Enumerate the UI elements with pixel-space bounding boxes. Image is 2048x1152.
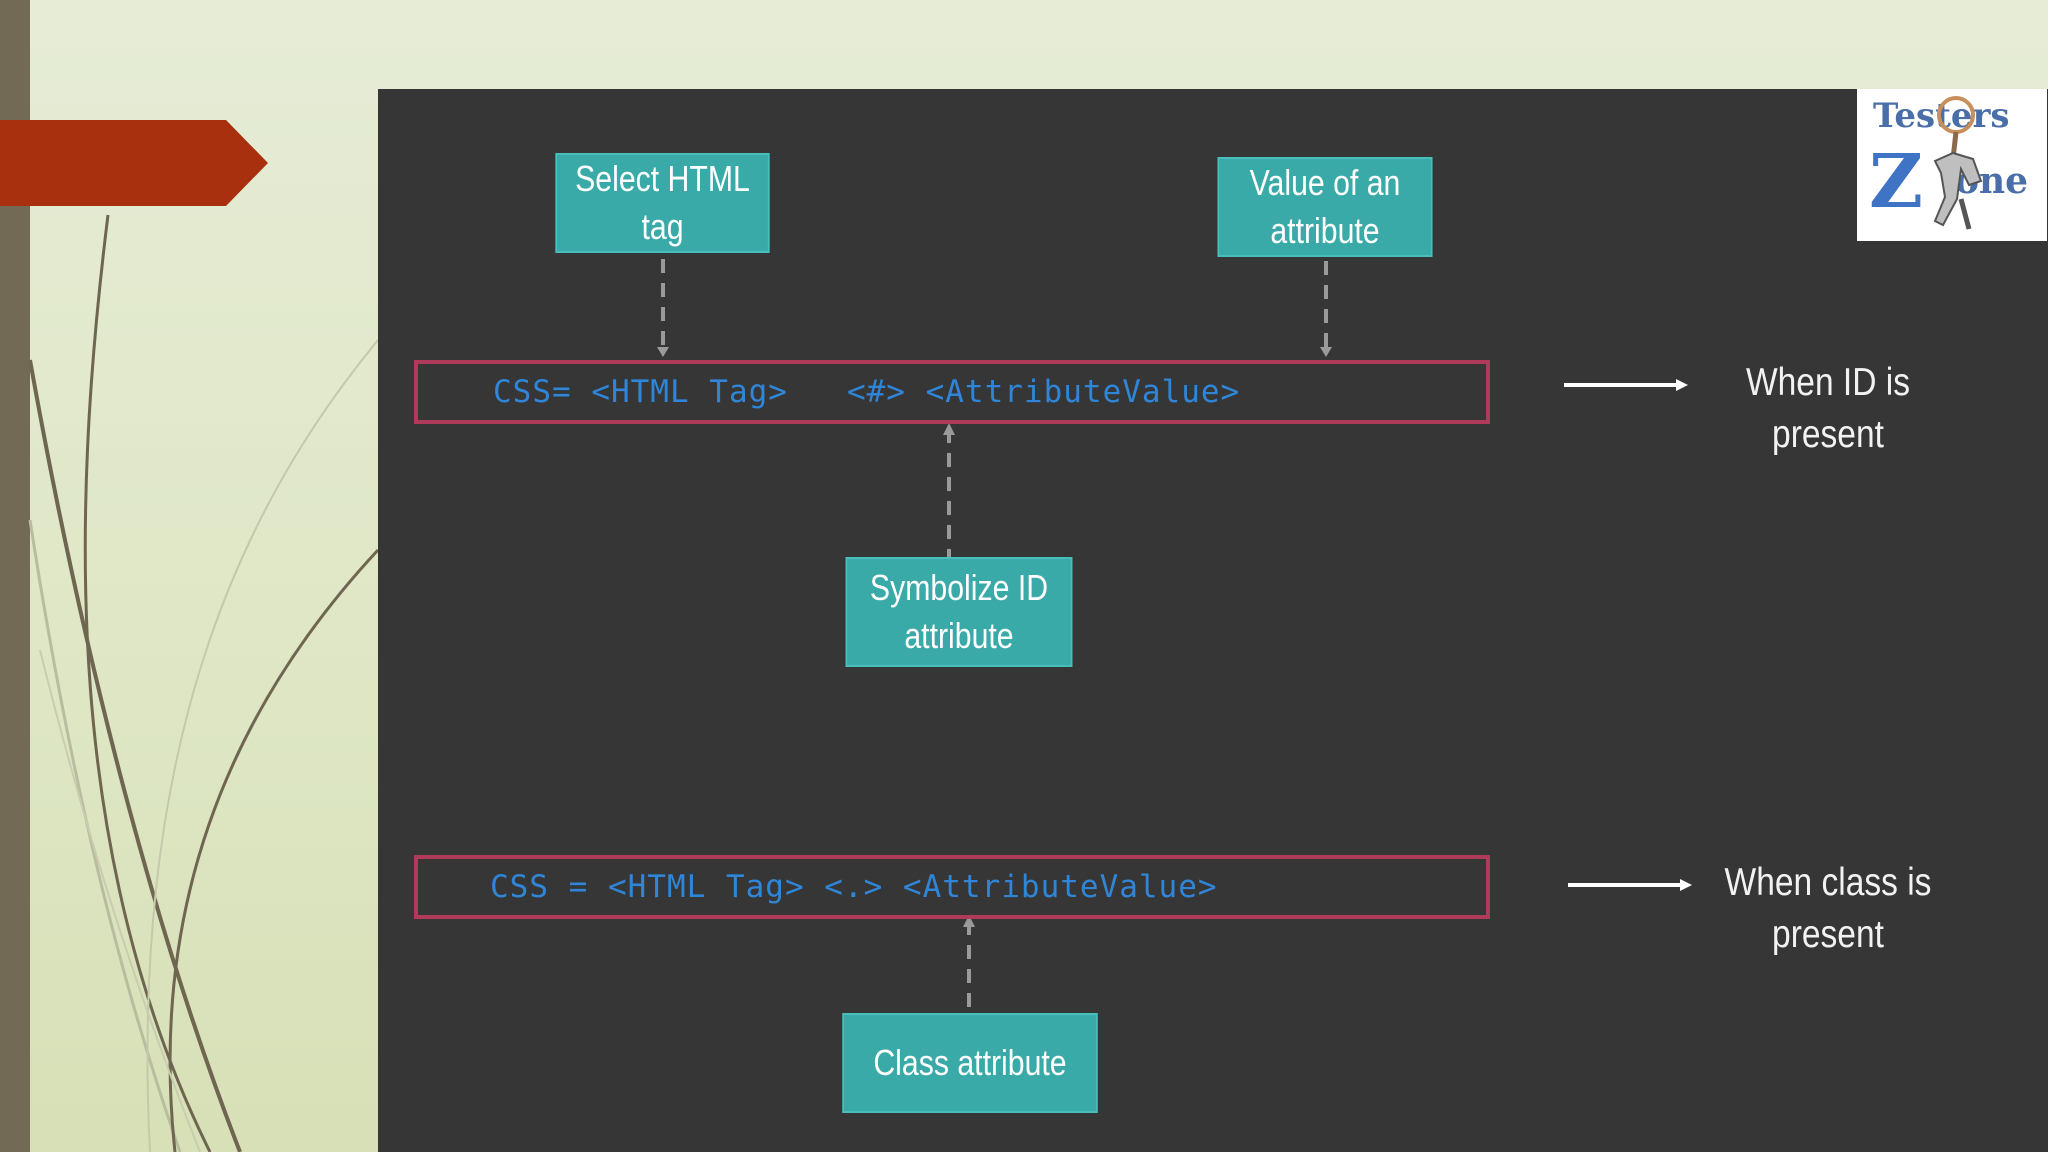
connector-lines bbox=[657, 259, 1692, 1013]
class-attribute-label: Class attribute bbox=[873, 1042, 1067, 1083]
id-formula-text: CSS= <HTML Tag> <#> <AttributeValue> bbox=[493, 374, 1241, 410]
logo-line1: Testers bbox=[1873, 96, 2010, 136]
arrowhead-up-icon bbox=[943, 423, 955, 435]
arrowhead-down-icon bbox=[1320, 347, 1332, 357]
select-html-tag-label: Select HTML tag bbox=[575, 158, 750, 247]
when-id-present-note: When ID is present bbox=[1745, 361, 1911, 456]
logo-initial: Z bbox=[1869, 139, 1923, 225]
symbolize-id-box: Symbolize ID attribute bbox=[845, 557, 1073, 667]
value-of-attribute-box: Value of an attribute bbox=[1217, 157, 1433, 257]
value-of-attribute-label: Value of an attribute bbox=[1249, 162, 1401, 251]
decorative-curves bbox=[28, 214, 380, 1152]
testers-zone-logo: Testers Z one bbox=[1857, 89, 2047, 241]
select-html-tag-box: Select HTML tag bbox=[555, 153, 770, 253]
class-attribute-box: Class attribute bbox=[842, 1013, 1098, 1113]
arrowhead-up-icon bbox=[963, 915, 975, 927]
class-formula-box: CSS = <HTML Tag> <.> <AttributeValue> bbox=[414, 855, 1490, 919]
when-class-present-note: When class is present bbox=[1724, 861, 1932, 956]
class-formula-text: CSS = <HTML Tag> <.> <AttributeValue> bbox=[490, 869, 1218, 905]
title-arrow-shape bbox=[0, 120, 268, 206]
id-formula-box: CSS= <HTML Tag> <#> <AttributeValue> bbox=[414, 360, 1490, 424]
symbolize-id-label: Symbolize ID attribute bbox=[869, 567, 1049, 656]
diagram-panel: Select HTML tag Value of an attribute CS… bbox=[378, 89, 2048, 1152]
magnifier-figure-icon bbox=[1933, 96, 1983, 230]
arrowhead-down-icon bbox=[657, 347, 669, 357]
